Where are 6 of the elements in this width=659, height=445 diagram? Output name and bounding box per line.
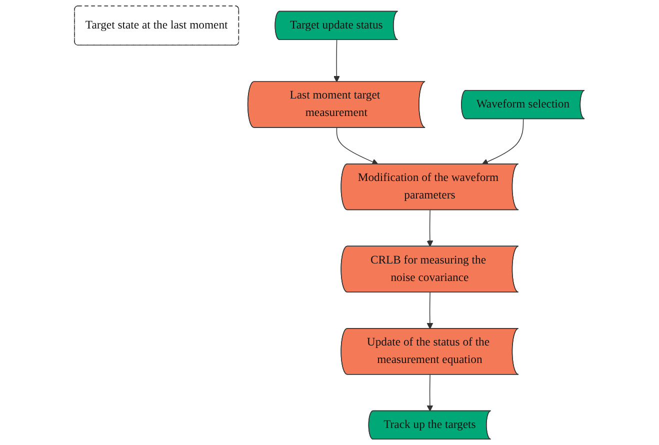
- arrow: [426, 374, 434, 412]
- arrow: [333, 40, 340, 82]
- arrow: [426, 210, 434, 247]
- arrow: [336, 127, 378, 165]
- arrow: [482, 118, 524, 165]
- arrow: [426, 292, 434, 330]
